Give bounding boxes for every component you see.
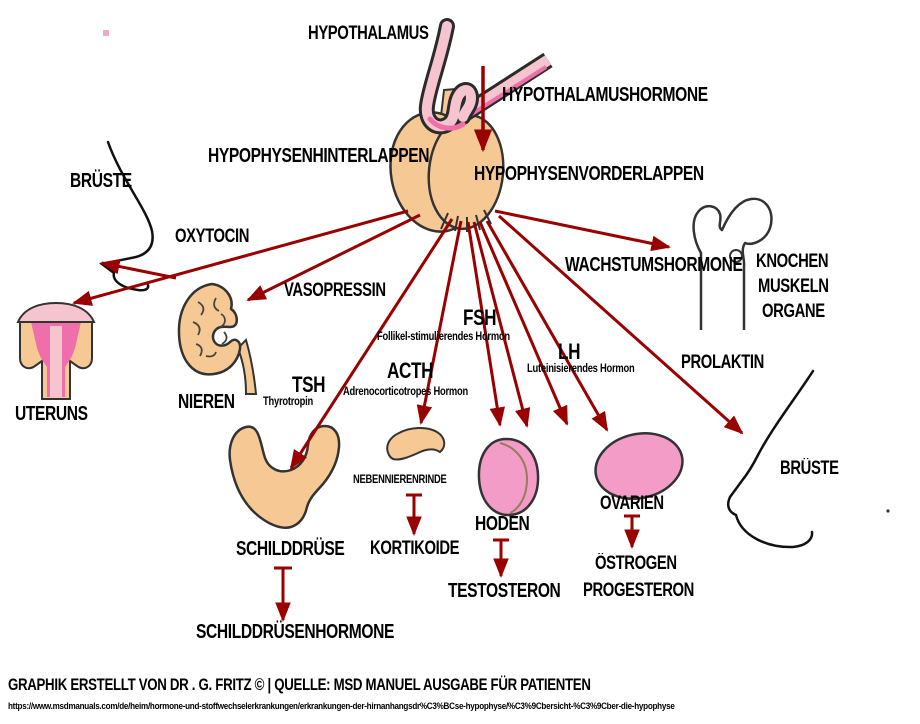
label-schilddruesenhormone: SCHILDDRÜSENHORMONE — [196, 621, 394, 643]
pink-speck — [103, 30, 109, 36]
label-ovarien: OVARIEN — [600, 493, 664, 514]
label-fsh-sub: Follikel-stimulierendes Hormon — [377, 329, 510, 343]
hypothalamus-shape — [418, 18, 553, 135]
label-lh-sub: Luteinisierendes Hormon — [527, 361, 635, 375]
label-fsh: FSH — [463, 305, 497, 330]
source-url: https://www.msdmanuals.com/de/heim/hormo… — [8, 701, 675, 711]
label-kortikoide: KORTIKOIDE — [370, 538, 460, 559]
label-acth: ACTH — [387, 358, 434, 383]
label-wachstumshormone: WACHSTUMSHORMONE — [565, 254, 743, 276]
label-organe: ORGANE — [762, 301, 825, 322]
kortikoide-arrow — [406, 493, 422, 536]
hormone-arrows — [72, 66, 744, 622]
label-hoden: HODEN — [475, 513, 530, 535]
label-lh: LH — [558, 339, 581, 364]
label-brueste-right: BRÜSTE — [780, 458, 839, 479]
thyroid-shape — [228, 424, 341, 529]
fsh-testis-arrow — [466, 221, 505, 427]
lh-testis-arrow — [472, 221, 531, 428]
label-oxytocin: OXYTOCIN — [175, 226, 250, 247]
label-vasopressin: VASOPRESSIN — [284, 280, 386, 301]
testis-shape — [477, 437, 540, 517]
bone-shape — [692, 197, 773, 330]
uterus-shape — [16, 301, 96, 400]
label-schilddruese: SCHILDDRÜSE — [236, 538, 345, 560]
prolaktin-arrow — [498, 214, 744, 435]
label-uterus: UTERUNS — [15, 403, 88, 425]
right-breast-shape — [727, 369, 815, 549]
label-hypophysenhinterlappen: HYPOPHYSENHINTERLAPPEN — [208, 145, 430, 167]
credit-line: GRAPHIK ERSTELLT VON DR . G. FRITZ © | Q… — [8, 675, 591, 694]
label-prolaktin: PROLAKTIN — [681, 352, 764, 373]
acth-arrow — [416, 220, 463, 425]
label-nebennierenrinde: NEBENNIERENRINDE — [353, 472, 447, 486]
vasopressin-arrow — [246, 213, 421, 302]
label-testosteron: TESTOSTERON — [448, 580, 561, 602]
oestrogen-arrow — [624, 514, 640, 549]
adrenal-shape — [386, 427, 446, 461]
fsh-ovary-arrow — [478, 221, 569, 426]
label-tsh-sub: Thyrotropin — [263, 394, 313, 408]
label-nieren: NIEREN — [178, 391, 235, 413]
tsh-arrow — [289, 218, 454, 470]
label-tsh: TSH — [292, 372, 326, 397]
label-brueste-left: BRÜSTE — [70, 170, 132, 192]
label-knochen: KNOCHEN — [756, 251, 829, 272]
label-hypothalamus: HYPOTHALAMUS — [308, 23, 429, 44]
oxytocin-uterus-arrow — [72, 209, 409, 306]
label-progesteron: PROGESTERON — [583, 580, 695, 601]
black-dot — [886, 509, 890, 513]
label-acth-sub: Adrenocorticotropes Hormon — [343, 384, 468, 398]
ovary-shape — [594, 432, 684, 500]
kidney-shape — [177, 282, 258, 395]
label-oestrogen: ÖSTROGEN — [595, 553, 677, 574]
oxytocin-breast-arrow — [100, 258, 177, 280]
growth-hormone-arrow — [494, 209, 671, 252]
testosteron-arrow — [493, 538, 509, 578]
left-breast-shape — [99, 140, 154, 292]
label-hypophysenvorderlappen: HYPOPHYSENVORDERLAPPEN — [474, 163, 704, 185]
label-hypothalamushormone: HYPOTHALAMUSHORMONE — [502, 84, 708, 106]
thyroid-hormone-arrow — [274, 566, 292, 622]
label-muskeln: MUSKELN — [758, 276, 829, 297]
lh-ovary-arrow — [485, 220, 609, 432]
